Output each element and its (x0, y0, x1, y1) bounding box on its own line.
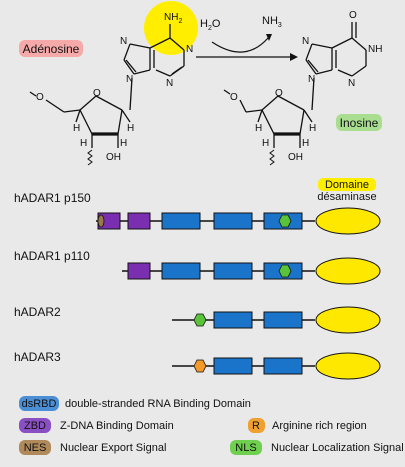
atom-i-nh: NH (368, 44, 382, 55)
deaminase-domain (315, 306, 381, 334)
atom-o6: O (349, 10, 357, 21)
domaine-label-bg (318, 178, 376, 191)
legend-desc-nes: Nuclear Export Signal (60, 442, 166, 454)
deaminase-domain (315, 352, 381, 380)
deaminase-domain (315, 257, 381, 285)
legend-desc-zbd: Z-DNA Binding Domain (60, 420, 174, 432)
legend-badge-dsrbd (19, 396, 59, 411)
protein-bar-p110 (122, 257, 381, 285)
atom-h3: H (80, 138, 87, 149)
atom-i-n3: N (348, 78, 355, 89)
dsrbd-domain (213, 262, 253, 280)
dsrbd-domain (213, 311, 253, 329)
legend: dsRBD double-stranded RNA Binding Domain… (19, 396, 404, 455)
atom-i-h4: H (302, 138, 309, 149)
atom-n7: N (120, 36, 127, 47)
atom-h4: H (120, 138, 127, 149)
atom-i-h3: H (262, 138, 269, 149)
protein-name-p110: hADAR1 p110 (14, 249, 90, 263)
protein-bar-p150 (96, 207, 381, 235)
legend-badge-r (248, 418, 265, 433)
atom-i-h2: H (309, 123, 316, 134)
legend-desc-dsrbd: double-stranded RNA Binding Domain (65, 398, 251, 410)
nls-marker (278, 264, 292, 278)
legend-desc-r: Arginine rich region (272, 420, 367, 432)
adenosine-label-bg (19, 40, 83, 57)
legend-abbr-zbd: ZBD (24, 420, 46, 432)
protein-name-adar2: hADAR2 (14, 305, 61, 319)
nls-marker (193, 313, 207, 327)
domaine-label-line2: désaminase (317, 191, 376, 203)
dsrbd-domain (161, 262, 201, 280)
dsrbd-domain (161, 212, 201, 230)
r-region-marker (193, 359, 207, 373)
amine-highlight (144, 1, 198, 55)
reagent-ammonia: NH3 (262, 15, 282, 29)
atom-i-oh: OH (288, 152, 303, 163)
inosine-label-bg (336, 114, 382, 131)
legend-badge-nls (230, 440, 262, 455)
legend-abbr-r: R (252, 420, 260, 432)
atom-n3: N (166, 78, 173, 89)
atom-i-n9: N (308, 74, 315, 85)
atom-n9: N (126, 74, 133, 85)
atom-h1: H (73, 123, 80, 134)
protein-name-adar3: hADAR3 (14, 350, 61, 364)
protein-bar-adar3 (172, 352, 381, 380)
atom-oh: OH (106, 152, 121, 163)
atom-o5: O (36, 92, 44, 103)
inosine-label: Inosine (340, 116, 379, 130)
inosine-structure: O N NH N N O O H H H H OH (223, 10, 382, 166)
atom-n1: N (186, 44, 193, 55)
dsrbd-domain (263, 311, 303, 329)
domaine-label-line1: Domaine (325, 179, 369, 191)
deaminase-domain (315, 207, 381, 235)
reaction-arrow (196, 34, 298, 61)
adenosine-structure: NH2 N N N N O O H H H H OH (29, 1, 198, 166)
legend-desc-nls: Nuclear Localization Signal (271, 442, 404, 454)
zbd-domain (127, 212, 151, 230)
dsrbd-domain (213, 212, 253, 230)
legend-abbr-nes: NES (24, 442, 47, 454)
legend-badge-zbd (19, 418, 51, 433)
legend-abbr-dsrbd: dsRBD (22, 398, 57, 410)
dsrbd-domain (263, 357, 303, 375)
legend-abbr-nls: NLS (235, 442, 256, 454)
atom-nh2: NH2 (164, 12, 182, 25)
protein-name-p150: hADAR1 p150 (14, 191, 91, 205)
atom-i-o4: O (275, 88, 283, 99)
atom-i-o5: O (230, 92, 238, 103)
nes-marker (97, 214, 105, 228)
adenosine-label: Adénosine (23, 42, 80, 56)
atom-i-h1: H (255, 123, 262, 134)
nls-marker (278, 214, 292, 228)
dsrbd-domain (213, 357, 253, 375)
atom-o4: O (93, 88, 101, 99)
atom-i-n7: N (302, 36, 309, 47)
legend-badge-nes (19, 440, 51, 455)
zbd-domain (127, 262, 151, 280)
protein-bar-adar2 (172, 306, 381, 334)
reagent-water: H2O (200, 18, 221, 32)
atom-h2: H (127, 123, 134, 134)
